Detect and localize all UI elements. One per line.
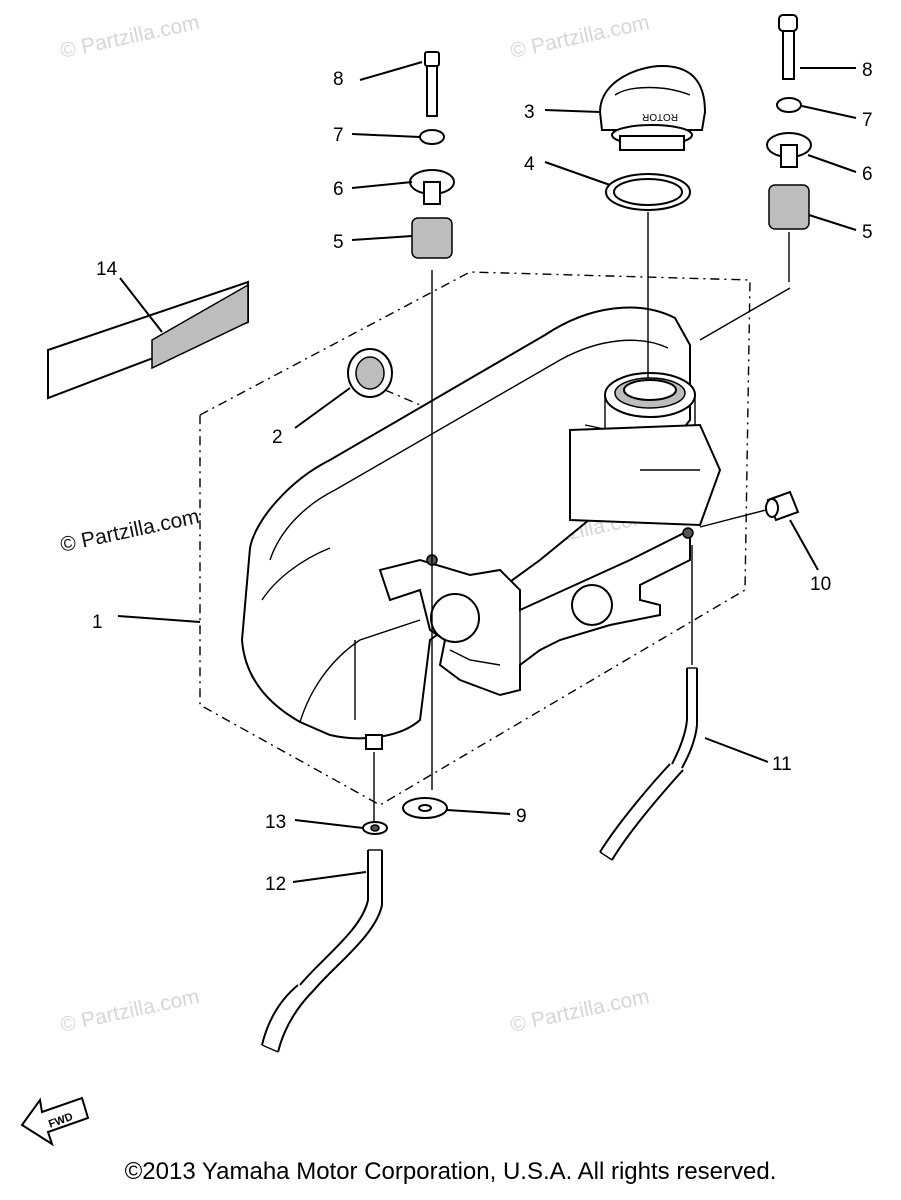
callout-4: 4 — [524, 154, 535, 175]
callout-7-right: 7 — [862, 110, 873, 131]
part-3-filler-cap: ROTOR — [598, 64, 707, 151]
part-8-bolt-head-right — [778, 14, 798, 32]
right-mount-stack — [766, 14, 812, 230]
callout-5-left: 5 — [333, 232, 344, 253]
part-7-washer-right — [776, 97, 802, 113]
part-8-bolt-head-left — [424, 51, 440, 67]
fwd-arrow: FWD — [20, 1096, 90, 1147]
callout-10: 10 — [810, 574, 831, 595]
callout-14: 14 — [96, 259, 118, 280]
alignment-lines — [373, 212, 791, 822]
watermark-top-left: © Partzilla.com — [58, 11, 201, 63]
part-5-damper-left — [411, 217, 453, 259]
part-4-o-ring — [605, 173, 691, 211]
part-8-bolt-shank-right — [782, 30, 795, 80]
watermark-bottom-right: © Partzilla.com — [508, 985, 651, 1037]
part-5-damper-right — [768, 184, 810, 230]
callout-3: 3 — [524, 102, 535, 123]
callout-1: 1 — [92, 612, 103, 633]
leader-lines — [117, 61, 857, 883]
callout-11: 11 — [772, 754, 792, 775]
callout-8-right: 8 — [862, 60, 873, 81]
part-6-collar-stem-left — [423, 181, 441, 205]
part-10-spacer — [765, 490, 800, 522]
part-1-oil-tank — [240, 306, 722, 750]
part-11-breather-hose — [599, 667, 698, 861]
callout-6-right: 6 — [862, 164, 873, 185]
callout-12: 12 — [265, 874, 286, 895]
callout-5-right: 5 — [862, 222, 873, 243]
part-13-clip — [362, 821, 388, 835]
callout-13: 13 — [265, 812, 286, 833]
part-6-collar-stem-right — [780, 144, 798, 168]
callout-6-left: 6 — [333, 179, 344, 200]
callout-2: 2 — [272, 427, 283, 448]
callout-7-left: 7 — [333, 125, 344, 146]
callout-9: 9 — [516, 806, 527, 827]
part-7-washer-left — [419, 129, 445, 145]
callout-8-left: 8 — [333, 69, 344, 90]
part-8-bolt-shank-left — [426, 65, 438, 117]
watermark-top-right: © Partzilla.com — [508, 11, 651, 63]
callout-labels: 1 2 3 4 5 6 7 8 5 6 7 8 9 10 11 12 13 14 — [92, 60, 873, 895]
part-9-washer — [402, 797, 448, 819]
watermark-bottom-left: © Partzilla.com — [58, 985, 201, 1037]
part-2-grommet — [347, 348, 393, 398]
watermark-mid-left: © Partzilla.com — [58, 505, 201, 557]
left-mount-stack — [409, 51, 455, 259]
part-14-decal — [47, 280, 249, 400]
cap-marking: ROTOR — [642, 111, 678, 122]
part-12-drain-hose — [261, 849, 383, 1053]
copyright-notice: ©2013 Yamaha Motor Corporation, U.S.A. A… — [124, 1158, 777, 1185]
